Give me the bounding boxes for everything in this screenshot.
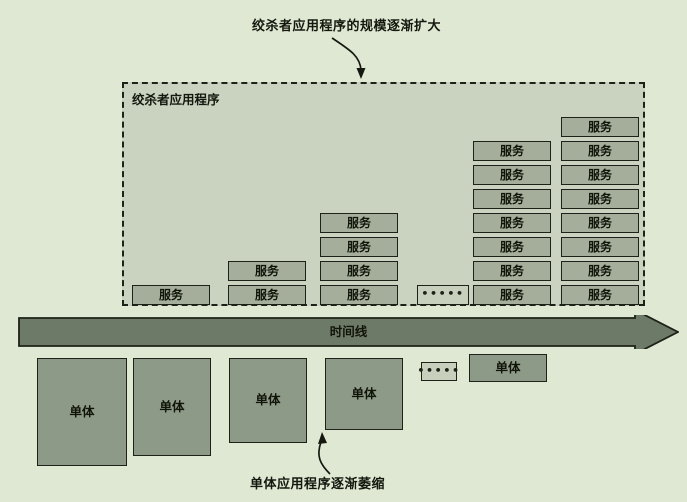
service-box: 服务 <box>228 285 306 305</box>
service-box: 服务 <box>561 141 639 161</box>
service-box: 服务 <box>561 189 639 209</box>
top-caption-arrow-icon <box>331 37 366 79</box>
service-box: 服务 <box>561 165 639 185</box>
monolith-box-3: 单体 <box>229 358 307 443</box>
service-box: 服务 <box>561 285 639 305</box>
service-box: 服务 <box>320 213 398 233</box>
service-column-3: 服务服务服务服务 <box>320 213 398 305</box>
monolith-box-4: 单体 <box>325 358 403 430</box>
service-box: 服务 <box>320 261 398 281</box>
service-column-1: 服务 <box>132 285 210 305</box>
bottom-caption: 单体应用程序逐渐萎缩 <box>250 477 386 492</box>
service-column-5: 服务服务服务服务服务服务服务 <box>473 141 551 305</box>
service-box: 服务 <box>132 285 210 305</box>
service-box: 服务 <box>473 237 551 257</box>
monolith-box-1: 单体 <box>37 358 127 466</box>
service-box: 服务 <box>473 165 551 185</box>
service-box: 服务 <box>228 261 306 281</box>
service-box: 服务 <box>473 189 551 209</box>
service-box: 服务 <box>561 117 639 137</box>
service-box: 服务 <box>473 141 551 161</box>
service-column-6: 服务服务服务服务服务服务服务服务 <box>561 117 639 305</box>
service-column-2: 服务服务 <box>228 261 306 305</box>
monolith-box-5: 单体 <box>469 354 547 382</box>
service-box: 服务 <box>320 237 398 257</box>
timeline-arrow <box>18 315 679 349</box>
service-box: 服务 <box>473 213 551 233</box>
top-caption: 绞杀者应用程序的规模逐渐扩大 <box>252 19 442 34</box>
monolith-ellipsis-box: ••••• <box>417 362 459 381</box>
service-box: 服务 <box>561 213 639 233</box>
strangler-application-label: 绞杀者应用程序 <box>132 92 220 107</box>
monolith-box-2: 单体 <box>133 358 211 456</box>
service-box: 服务 <box>561 237 639 257</box>
service-box: 服务 <box>561 261 639 281</box>
bottom-caption-arrow-icon <box>318 432 331 475</box>
service-box: 服务 <box>473 261 551 281</box>
service-box: 服务 <box>473 285 551 305</box>
service-box: 服务 <box>320 285 398 305</box>
service-ellipsis-box: ••••• <box>417 285 469 305</box>
